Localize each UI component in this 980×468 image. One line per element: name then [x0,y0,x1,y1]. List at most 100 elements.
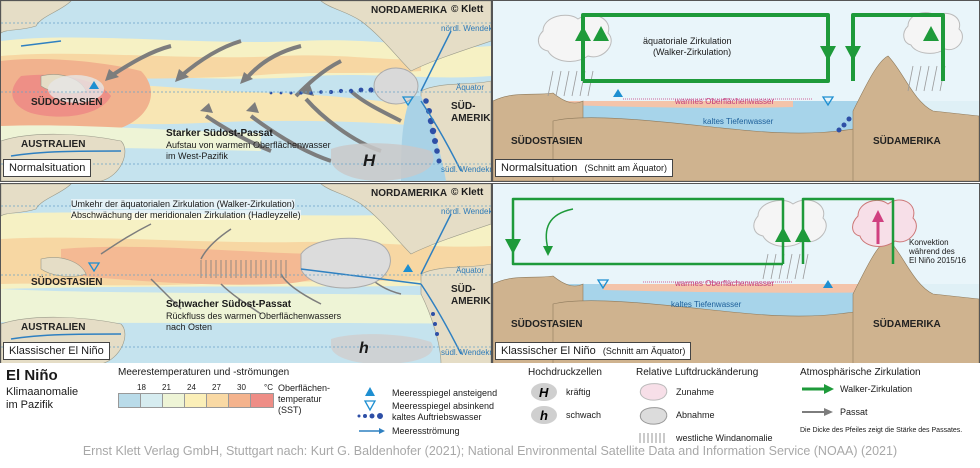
high-pressure-label: H [363,151,376,170]
increase-legend: Zunahme [676,387,715,397]
southeast-asia-label-2: SÜDOSTASIEN [31,277,103,288]
equator-label: Äquator [456,83,485,92]
elnino-map-graphic [1,184,491,364]
equator-label-2: Äquator [456,266,485,275]
north-america-label: NORDAMERIKA [371,5,448,16]
sea-rise-marker-section [613,89,623,97]
cold-water-label: kaltes Tiefenwasser [703,117,774,126]
legend-subtitle-2: im Pazifik [6,399,54,411]
caption-sub: (Schnitt am Äquator) [584,163,668,173]
passat-legend: Passat [840,407,868,417]
elnino-map-caption: Klassischer El Niño [3,342,110,360]
high-legend-icons: H h [531,383,557,424]
elnino-warm-water-label: warmes Oberflächenwasser [675,279,775,288]
elnino-cold-water-label: kaltes Tiefenwasser [671,300,742,309]
legend-subtitle-1: Klimaanomalie [6,386,79,398]
copyright-label-2: © Klett [451,187,484,198]
sst-swatch [118,393,142,408]
pressure-decrease-blob [373,67,419,105]
north-america-label-2: NORDAMERIKA [371,188,448,199]
elnino-section-caption: Klassischer El Niño (Schnitt am Äquator) [495,342,692,360]
pressure-legend-icons [639,383,668,443]
walker-legend: Walker-Zirkulation [840,384,913,394]
circ-heading: Atmosphärische Zirkulation [800,367,921,378]
walker-title: äquatoriale Zirkulation [643,36,732,46]
high-heading: Hochdruckzellen [528,367,602,378]
trade-wind-text-1: Aufstau von warmem Oberflächenwasser [166,140,331,150]
sst-swatch [184,393,208,408]
pressure-decrease-blob-elnino [300,237,391,289]
svg-text:H: H [539,385,549,400]
circ-legend-icons [802,384,834,416]
current-legend: Meeresströmung [392,426,460,436]
normal-section-panel: äquatoriale Zirkulation (Walker-Zirkulat… [492,0,980,182]
walker-subtitle: (Walker-Zirkulation) [653,47,732,57]
wind-anomaly-legend: westliche Windanomalie [676,433,773,443]
reversal-line-1: Umkehr der äquatorialen Zirkulation (Wal… [71,199,295,209]
sst-tick-unit: °C [264,383,273,392]
caption-main-2: Klassischer El Niño [501,345,596,357]
tropic-south-label-2: südl. Wendekreis [441,348,492,357]
sea-legend-icons [357,387,385,434]
trade-wind-text-2: im West-Pazifik [166,151,228,161]
sst-label-1: Oberflächen- [278,383,331,393]
sst-swatch [228,393,252,408]
sst-swatch [162,393,186,408]
convection-line-2: während des [909,247,955,256]
caption-sub-2: (Schnitt am Äquator) [602,346,686,356]
sea-fall-legend: Meeresspiegel absinkend [392,401,495,411]
legend: El Niño Klimaanomalie im Pazifik Meerest… [0,363,980,443]
sea-rise-marker [89,81,99,89]
trade-wind-title: Starker Südost-Passat [166,128,273,139]
south-america-label-2: SÜD- AMERIKA [451,284,491,307]
sst-swatch [206,393,230,408]
caption-main: Normalsituation [501,162,578,174]
normal-section-caption: Normalsituation (Schnitt am Äquator) [495,159,674,177]
normal-map-panel: NORDAMERIKA © Klett nördl. Wendekreis Äq… [0,0,492,182]
section-left-label: SÜDOSTASIEN [511,136,583,147]
elnino-section-right-label: SÜDAMERIKA [873,319,941,330]
sst-label-3: (SST) [278,405,302,415]
high-weak-legend: schwach [566,410,602,420]
normal-map-caption: Normalsituation [3,159,92,177]
svg-text:h: h [540,408,548,423]
passat-note: Die Dicke des Pfeiles zeigt die Stärke d… [800,427,963,434]
sst-label-2: temperatur [278,394,322,404]
weak-trade-text-1: Rückfluss des warmen Oberflächenwassers [166,311,342,321]
elnino-section-left-label: SÜDOSTASIEN [511,319,583,330]
legend-title: El Niño [6,367,58,384]
elnino-map-panel: © Klett NORDAMERIKA Umkehr der äquatoria… [0,183,492,365]
sst-tick-2: 21 [162,383,171,392]
sst-tick-4: 27 [212,383,221,392]
high-strong-legend: kräftig [566,387,591,397]
copyright-label: © Klett [451,4,484,15]
upwelling-legend: kaltes Auftriebswasser [392,412,482,422]
convection-line-3: El Niño 2015/16 [909,256,966,265]
elnino-section-panel: warmes Oberflächenwasser kaltes Tiefenwa… [492,183,980,365]
sst-tick-3: 24 [187,383,196,392]
normal-section-graphic [493,1,979,181]
tropic-south-label: südl. Wendekreis [441,165,492,174]
reversal-line-2: Abschwächung der meridionalen Zirkulatio… [71,210,301,220]
weak-high-label: h [359,340,369,357]
sst-tick-1: 18 [137,383,146,392]
sea-fall-marker-section [821,96,835,107]
tropic-north-label-2: nördl. Wendekreis [441,207,491,216]
pressure-heading: Relative Luftdruckänderung [636,367,759,378]
source-credit: Ernst Klett Verlag GmbH, Stuttgart nach:… [82,444,898,458]
section-right-label: SÜDAMERIKA [873,136,941,147]
sea-rise-legend: Meeresspiegel ansteigend [392,388,498,398]
australia-label: AUSTRALIEN [21,139,86,150]
australia-label-2: AUSTRALIEN [21,322,86,333]
decrease-legend: Abnahme [676,410,715,420]
sea-fall-marker [401,96,415,107]
weak-trade-text-2: nach Osten [166,322,213,332]
tropic-north-label: nördl. Wendekreis [441,24,491,33]
southeast-asia-label: SÜDOSTASIEN [31,97,103,108]
warm-water-label: warmes Oberflächenwasser [675,97,775,106]
elnino-section-graphic [493,184,979,364]
sst-tick-5: 30 [237,383,246,392]
sst-heading: Meerestemperaturen und -strömungen [118,367,290,378]
weak-trade-title: Schwacher Südost-Passat [166,299,292,310]
convection-line-1: Konvektion [909,238,949,247]
